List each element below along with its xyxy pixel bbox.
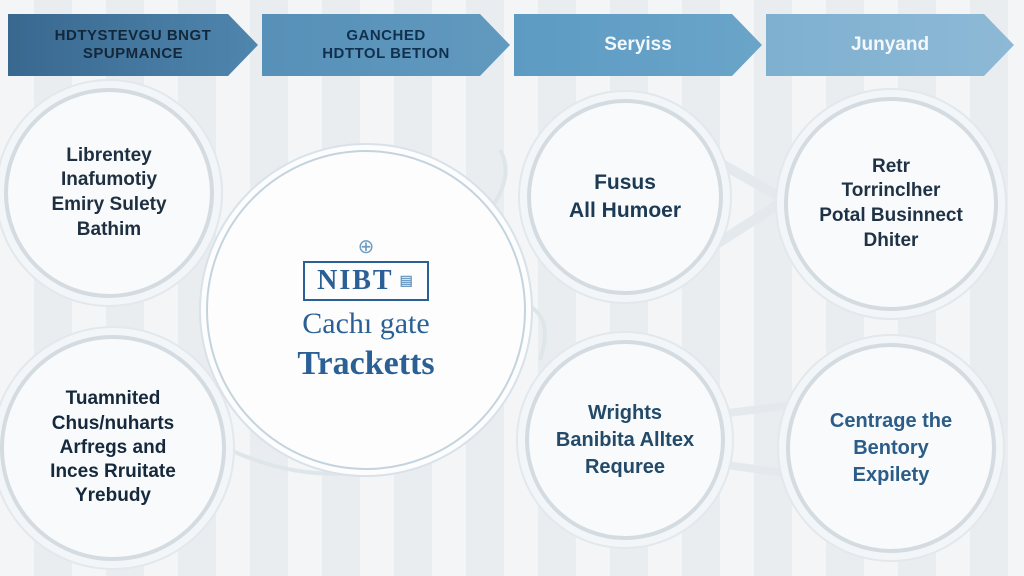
circle-top-right: Retr Torrinclher Potal Businnect Dhiter (784, 97, 998, 311)
circle-bottom-left-text: Tuamnited Chus/nuharts Arfregs and Inces… (50, 388, 176, 507)
banner-step-2-label: GANCHED HDTTOL BETION (322, 27, 450, 62)
circle-bottom-right: Centrage the Bentory Expilety (786, 343, 996, 553)
banner-step-2: GANCHED HDTTOL BETION (262, 14, 510, 76)
center-circle: ⊕ NIBT ▤ Cachı gate Tracketts (206, 150, 526, 470)
circle-bottom-middle: Wrights Banibita Alltex Requree (525, 340, 725, 540)
center-badge-text: NIBT (317, 265, 394, 296)
circle-bottom-middle-text: Wrights Banibita Alltex Requree (555, 401, 695, 478)
circle-top-middle-text: Fusus All Humoer (568, 170, 681, 222)
center-title-line2: Tracketts (297, 345, 435, 382)
banner-step-4: Junyand (766, 14, 1014, 76)
banner-step-1: HDTYSTEVGU BNGT SPUPMANCE (8, 14, 258, 76)
circle-bottom-right-text: Centrage the Bentory Expilety (829, 409, 953, 486)
circle-top-middle: Fusus All Humoer (527, 99, 723, 295)
center-title-line1: Cachı gate (302, 307, 430, 340)
circle-top-right-text: Retr Torrinclher Potal Businnect Dhiter (819, 155, 963, 251)
center-badge: NIBT ▤ (303, 261, 429, 301)
badge-grid-icon: ▤ (399, 273, 415, 289)
center-content: ⊕ NIBT ▤ Cachı gate Tracketts (297, 237, 434, 383)
banner-step-3: Seryiss (514, 14, 762, 76)
compass-icon: ⊕ (357, 236, 375, 258)
circle-bottom-left: Tuamnited Chus/nuharts Arfregs and Inces… (0, 335, 226, 561)
circle-top-left: Librentey Inafumotiy Emiry Sulety Bathim (4, 88, 214, 298)
banner-step-4-label: Junyand (850, 33, 930, 55)
banner-step-1-label: HDTYSTEVGU BNGT SPUPMANCE (54, 27, 212, 62)
banner-step-3-label: Seryiss (604, 33, 672, 55)
circle-top-left-text: Librentey Inafumotiy Emiry Sulety Bathim (51, 144, 167, 240)
